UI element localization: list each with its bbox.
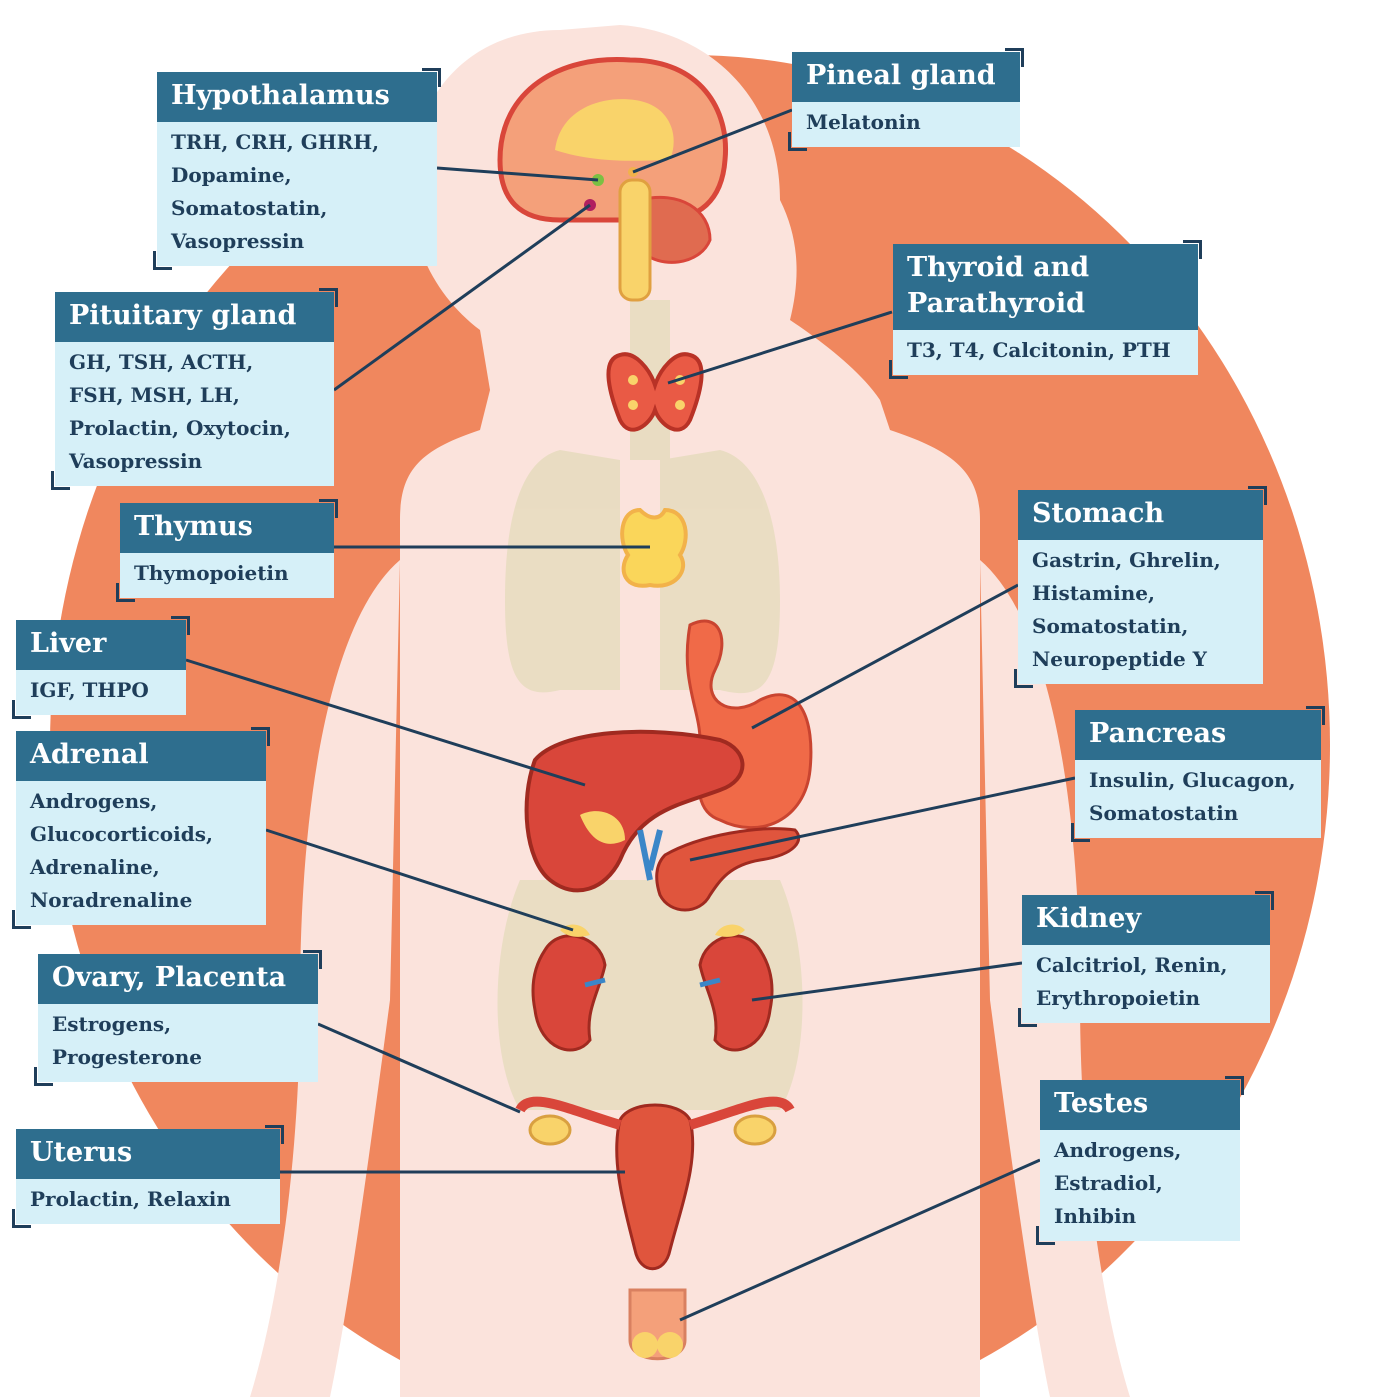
label-hormones: Melatonin	[792, 102, 1020, 147]
hormone-line: Estrogens,	[52, 1008, 304, 1041]
label-title: Stomach	[1018, 490, 1263, 540]
label-title: Liver	[16, 620, 186, 670]
hormone-line: Vasopressin	[171, 225, 423, 258]
hormone-line: Somatostatin,	[1032, 610, 1249, 643]
label-title: Adrenal	[16, 731, 266, 781]
label-ovary-placenta: Ovary, Placenta Estrogens, Progesterone	[38, 954, 318, 1082]
hormone-line: GH, TSH, ACTH,	[69, 346, 320, 379]
hormone-line: Adrenaline,	[30, 851, 252, 884]
hormone-line: Dopamine,	[171, 159, 423, 192]
label-pineal-gland: Pineal gland Melatonin	[792, 52, 1020, 147]
label-hormones: Thymopoietin	[120, 553, 334, 598]
hormone-line: Androgens,	[30, 785, 252, 818]
label-title: Testes	[1040, 1080, 1240, 1130]
label-adrenal: Adrenal Androgens, Glucocorticoids, Adre…	[16, 731, 266, 925]
label-hormones: Gastrin, Ghrelin, Histamine, Somatostati…	[1018, 540, 1263, 684]
hormone-line: Histamine,	[1032, 577, 1249, 610]
hormone-line: Inhibin	[1054, 1200, 1226, 1233]
hormone-line: Noradrenaline	[30, 884, 252, 917]
hormone-line: TRH, CRH, GHRH,	[171, 126, 423, 159]
hormone-line: Estradiol,	[1054, 1167, 1226, 1200]
hormone-line: Progesterone	[52, 1041, 304, 1074]
hormone-line: Insulin, Glucagon,	[1089, 764, 1307, 797]
hormone-line: Glucocorticoids,	[30, 818, 252, 851]
hormone-line: IGF, THPO	[30, 674, 172, 707]
label-title: Hypothalamus	[157, 72, 437, 122]
label-title: Thymus	[120, 503, 334, 553]
label-hormones: Estrogens, Progesterone	[38, 1004, 318, 1082]
label-title: Pituitary gland	[55, 292, 334, 342]
testes	[630, 1290, 685, 1359]
hormone-line: Somatostatin,	[171, 192, 423, 225]
label-liver: Liver IGF, THPO	[16, 620, 186, 715]
label-hormones: Calcitriol, Renin, Erythropoietin	[1022, 945, 1270, 1023]
label-hormones: Androgens, Estradiol, Inhibin	[1040, 1130, 1240, 1241]
label-title: Ovary, Placenta	[38, 954, 318, 1004]
label-hormones: T3, T4, Calcitonin, PTH	[893, 330, 1198, 375]
hormone-line: Melatonin	[806, 106, 1006, 139]
label-title: Thyroid and Parathyroid	[893, 244, 1198, 330]
label-kidney: Kidney Calcitriol, Renin, Erythropoietin	[1022, 895, 1270, 1023]
label-thyroid-parathyroid: Thyroid and Parathyroid T3, T4, Calciton…	[893, 244, 1198, 375]
hormone-line: Neuropeptide Y	[1032, 643, 1249, 676]
label-title: Kidney	[1022, 895, 1270, 945]
label-title: Pineal gland	[792, 52, 1020, 102]
label-hormones: Insulin, Glucagon, Somatostatin	[1075, 760, 1321, 838]
hormone-line: Somatostatin	[1089, 797, 1307, 830]
label-title: Uterus	[16, 1129, 280, 1179]
label-hormones: GH, TSH, ACTH, FSH, MSH, LH, Prolactin, …	[55, 342, 334, 486]
hormone-line: Thymopoietin	[134, 557, 320, 590]
label-thymus: Thymus Thymopoietin	[120, 503, 334, 598]
label-stomach: Stomach Gastrin, Ghrelin, Histamine, Som…	[1018, 490, 1263, 684]
hormone-line: Gastrin, Ghrelin,	[1032, 544, 1249, 577]
label-hormones: TRH, CRH, GHRH, Dopamine, Somatostatin, …	[157, 122, 437, 266]
label-title: Pancreas	[1075, 710, 1321, 760]
hormone-line: Prolactin, Relaxin	[30, 1183, 266, 1216]
label-hormones: Prolactin, Relaxin	[16, 1179, 280, 1224]
hormone-line: FSH, MSH, LH,	[69, 379, 320, 412]
hormone-line: Vasopressin	[69, 445, 320, 478]
hormone-line: Androgens,	[1054, 1134, 1226, 1167]
label-uterus: Uterus Prolactin, Relaxin	[16, 1129, 280, 1224]
hormone-line: Prolactin, Oxytocin,	[69, 412, 320, 445]
hormone-line: T3, T4, Calcitonin, PTH	[907, 334, 1184, 367]
label-hormones: IGF, THPO	[16, 670, 186, 715]
label-pituitary-gland: Pituitary gland GH, TSH, ACTH, FSH, MSH,…	[55, 292, 334, 486]
hormone-line: Erythropoietin	[1036, 982, 1256, 1015]
label-hypothalamus: Hypothalamus TRH, CRH, GHRH, Dopamine, S…	[157, 72, 437, 266]
label-hormones: Androgens, Glucocorticoids, Adrenaline, …	[16, 781, 266, 925]
label-testes: Testes Androgens, Estradiol, Inhibin	[1040, 1080, 1240, 1241]
hormone-line: Calcitriol, Renin,	[1036, 949, 1256, 982]
label-pancreas: Pancreas Insulin, Glucagon, Somatostatin	[1075, 710, 1321, 838]
